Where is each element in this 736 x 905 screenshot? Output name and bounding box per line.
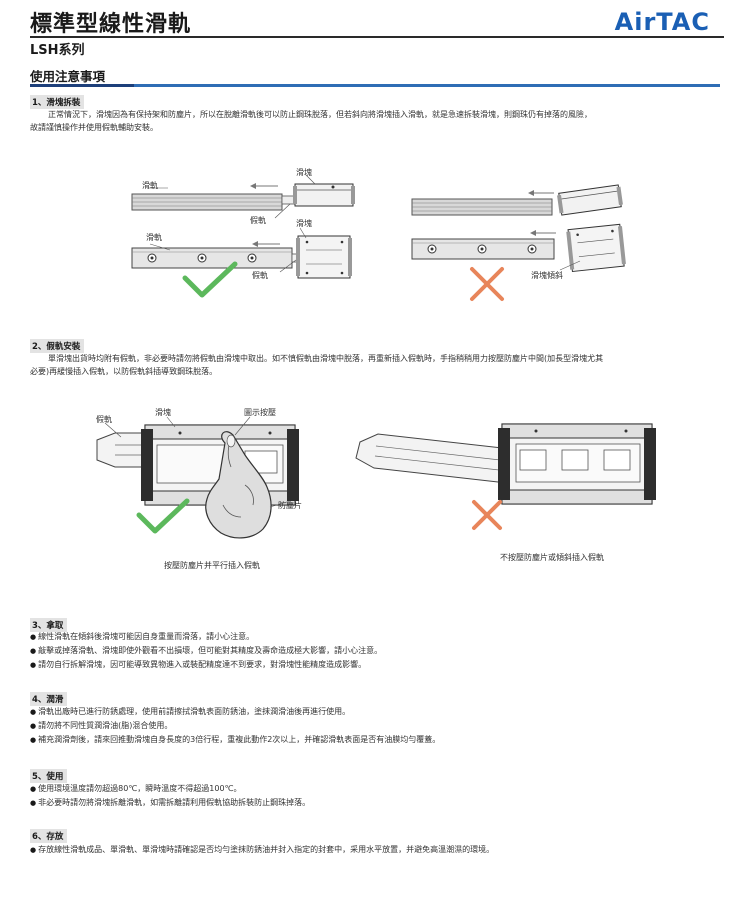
label-dummy: 假軌: [96, 415, 112, 424]
label-rail-bottom: 滑軌: [146, 233, 162, 242]
check-icon: [182, 261, 238, 298]
label-press: 圖示按壓: [244, 408, 276, 417]
hand-press-icon: [205, 431, 272, 539]
figure-dummy-rail-incorrect: [355, 423, 656, 530]
section-2-line-2: 必要)再緩慢插入假軌，以防假軌斜插導致鋼珠脫落。: [30, 367, 218, 376]
section-6-list: 存放線性滑軌成品、單滑軌、單滑塊時請確認是否均勻塗抹防銹油并封入指定的封套中，采…: [30, 843, 494, 857]
section-6-heading: 6、存放: [30, 829, 68, 843]
label-block-bottom: 滑塊: [296, 219, 312, 228]
section-divider-accent: [30, 84, 134, 87]
caption-incorrect: 不按壓防塵片或傾斜插入假軌: [500, 553, 604, 562]
list-item: 請勿將不同性質潤滑油(脂)混合使用。: [30, 719, 440, 733]
section-2-paragraph: 單滑塊出貨時均附有假軌，非必要時請勿將假軌由滑塊中取出。如不慎假軌由滑塊中脫落，…: [30, 352, 603, 378]
airtac-logo: AirTAC: [614, 8, 710, 36]
label-rail-top: 滑軌: [142, 181, 158, 190]
rail-side-view: [411, 184, 623, 216]
list-item: 敲擊或掉落滑軌、滑塊即使外觀看不出損壞，但可能對其精度及壽命造成極大影響，請小心…: [30, 644, 382, 658]
check-icon: [136, 498, 190, 534]
label-dummy-bottom: 假軌: [252, 271, 268, 280]
cross-icon: [470, 267, 504, 301]
section-1-line-2: 故請謹慎操作并使用假軌輔助安裝。: [30, 123, 158, 132]
caption-correct: 按壓防塵片并平行插入假軌: [164, 561, 260, 570]
section-2-heading: 2、假軌安裝: [30, 339, 85, 353]
list-item: 使用環境溫度請勿超過80℃，瞬時溫度不得超過100℃。: [30, 782, 310, 796]
rail-top-view: [411, 223, 626, 273]
slide-block: [498, 423, 656, 505]
dummy-rail: [355, 433, 521, 485]
section-2-line-1: 單滑塊出貨時均附有假軌，非必要時請勿將假軌由滑塊中取出。如不慎假軌由滑塊中脫落，…: [48, 354, 604, 363]
label-block-top: 滑塊: [296, 168, 312, 177]
section-1-line-1: 正常情況下，滑塊因為有保持架和防塵片，所以在脫離滑軌後可以防止鋼珠脫落，但若斜向…: [48, 110, 592, 119]
list-item: 補充潤滑劑後，請來回推動滑塊自身長度的3倍行程，重複此動作2次以上，并確認滑軌表…: [30, 733, 440, 747]
label-seal: 防塵片: [278, 501, 302, 510]
list-item: 請勿自行拆解滑塊，因可能導致異物進入或裝配精度達不到要求，對滑塊性能精度造成影響…: [30, 658, 382, 672]
section-1-paragraph: 正常情況下，滑塊因為有保持架和防塵片，所以在脫離滑軌後可以防止鋼珠脫落，但若斜向…: [30, 108, 592, 134]
label-block: 滑塊: [155, 408, 171, 417]
series-name: LSH系列: [30, 43, 85, 58]
section-divider: [30, 84, 720, 87]
section-4-heading: 4、潤滑: [30, 692, 68, 706]
figure-dummy-rail-correct: [96, 416, 299, 539]
arrow-left-icon: [252, 241, 280, 247]
list-item: 非必要時請勿將滑塊拆離滑軌，如需拆離請利用假軌協助拆裝防止鋼珠掉落。: [30, 796, 310, 810]
label-block-tilted: 滑塊傾斜: [531, 271, 563, 280]
section-1-heading: 1、滑塊拆裝: [30, 95, 85, 109]
label-dummy-top: 假軌: [250, 216, 266, 225]
section-4-list: 滑軌出廠時已進行防銹處理，使用前請擦拭滑軌表面防銹油，塗抹潤滑油後再進行使用。 …: [30, 705, 440, 747]
figure-block-removal-incorrect: [411, 184, 626, 301]
header-divider: [30, 36, 724, 38]
page-title: 標準型線性滑軌: [30, 12, 192, 37]
section-3-list: 線性滑軌在傾斜後滑塊可能因自身重量而滑落，請小心注意。 敲擊或掉落滑軌、滑塊即使…: [30, 630, 382, 672]
list-item: 存放線性滑軌成品、單滑軌、單滑塊時請確認是否均勻塗抹防銹油并封入指定的封套中，采…: [30, 843, 494, 857]
section-5-heading: 5、使用: [30, 769, 68, 783]
arrow-left-icon: [250, 183, 278, 189]
rail-top-view: [131, 235, 352, 279]
section-5-list: 使用環境溫度請勿超過80℃，瞬時溫度不得超過100℃。 非必要時請勿將滑塊拆離滑…: [30, 782, 310, 810]
cross-icon: [472, 500, 502, 530]
figure-block-removal-correct: [131, 173, 355, 298]
list-item: 線性滑軌在傾斜後滑塊可能因自身重量而滑落，請小心注意。: [30, 630, 382, 644]
list-item: 滑軌出廠時已進行防銹處理，使用前請擦拭滑軌表面防銹油，塗抹潤滑油後再進行使用。: [30, 705, 440, 719]
arrow-left-icon: [530, 230, 556, 236]
arrow-left-icon: [528, 190, 554, 196]
section-title: 使用注意事項: [30, 69, 106, 84]
section-3-heading: 3、拿取: [30, 618, 68, 632]
rail-side-view: [131, 183, 355, 211]
